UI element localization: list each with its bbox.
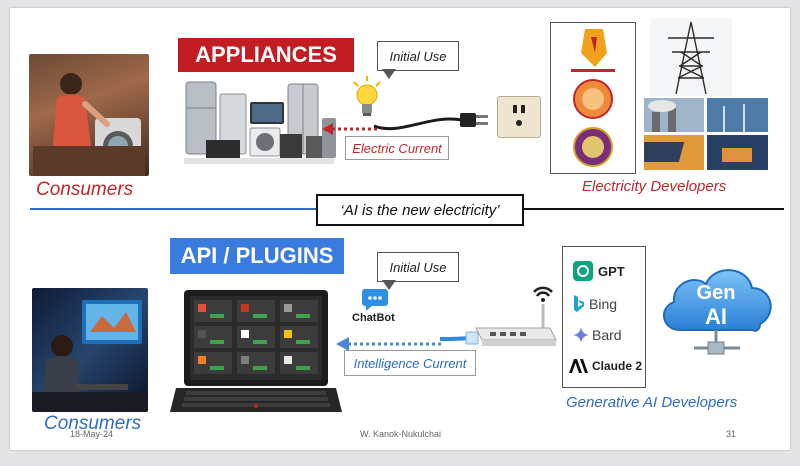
intelligence-current-label: Intelligence Current [344,350,476,376]
anthropic-icon [569,359,589,373]
transmission-tower-image [650,18,732,96]
electricity-developers-label: Electricity Developers [582,178,727,195]
footer-date: 18-May-24 [70,429,114,439]
wifi-router-image [472,278,558,352]
chatbot-icon [362,288,388,312]
generative-ai-developers-label: Generative AI Developers [566,394,738,411]
chatbot-label: ChatBot [352,312,395,324]
ai-tool-bard: Bard [573,327,622,343]
ai-tool-bing-label: Bing [589,296,618,312]
intelligence-current-arrow [336,336,446,351]
divider-line-left [30,208,318,210]
mea-logo [573,79,613,119]
footer-author: W. Kanok-Nukulchai [360,429,442,439]
footer-page-number: 31 [726,429,737,439]
laptop-image [170,290,342,414]
bing-icon [573,295,585,313]
ai-tools-panel: GPT Bing Bard Claude 2 [562,246,646,388]
electric-current-label: Electric Current [345,136,449,160]
api-plugins-title: API / PLUGINS [170,238,344,274]
ai-tool-bing: Bing [573,295,617,313]
utility-logos-panel [550,22,636,174]
gen-ai-cloud-text-1: Gen [696,282,736,304]
ai-tool-gpt-label: GPT [598,263,625,279]
tagline-box: ‘AI is the new electricity’ [316,194,524,226]
gen-ai-cloud-text-2: AI [705,304,727,329]
initial-use-callout-bottom: Initial Use [377,252,459,282]
ai-tool-bard-label: Bard [592,327,622,343]
divider-line-right [522,208,784,210]
ai-tool-claude-label: Claude 2 [592,359,643,373]
pea-logo [573,127,613,167]
ethernet-cable [439,326,480,352]
ai-tool-gpt: GPT [573,261,625,281]
appliances-image [180,74,340,170]
consumers-label-top: Consumers [36,179,134,200]
consumers-label-bottom: Consumers [44,413,142,434]
power-plug-cable [370,104,500,136]
ai-tool-claude: Claude 2 [569,359,642,373]
wall-socket [497,96,541,138]
consumer-photo-computer [32,288,148,412]
callout-tail-bottom [382,280,396,290]
bard-icon [573,327,589,343]
openai-icon [573,261,593,281]
electric-current-arrow [322,120,382,135]
egat-logo [571,29,615,72]
light-bulb-icon [352,76,382,120]
consumer-photo-laundry [29,54,149,176]
power-plants-collage [634,98,768,170]
initial-use-callout-top: Initial Use [377,41,459,71]
gen-ai-cloud-icon [656,258,778,362]
callout-tail-top [382,69,396,79]
appliances-title: APPLIANCES [178,38,354,72]
slide: Consumers APPLIANCES Initial Use [10,8,790,450]
